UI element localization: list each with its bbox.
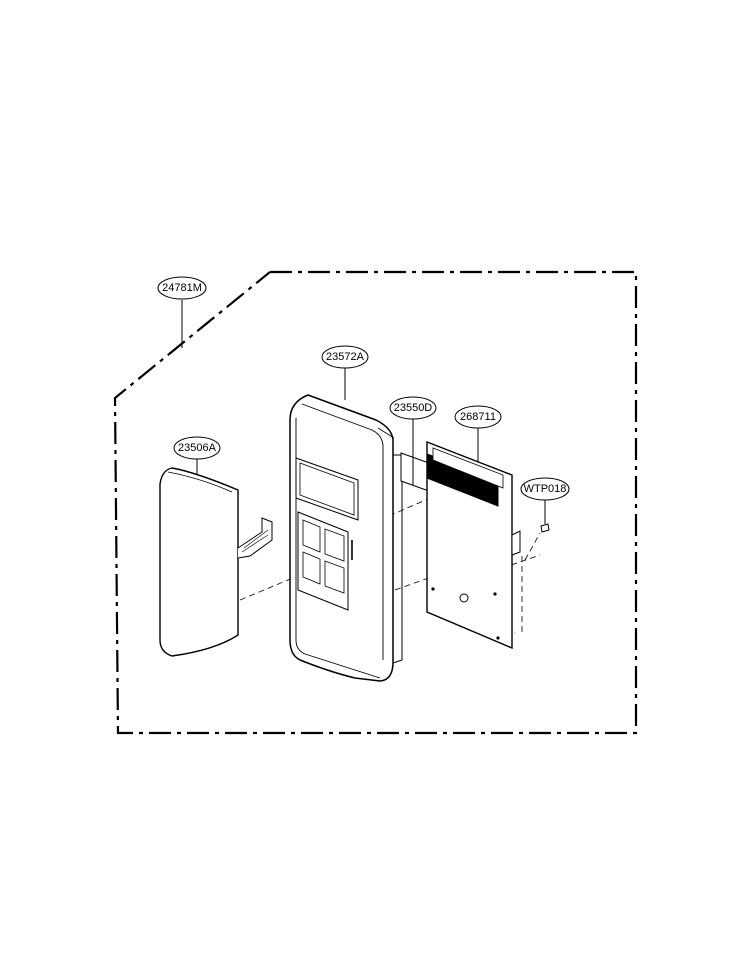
part-number-label: WTP018 bbox=[524, 483, 567, 495]
callout-pcb: 268711 bbox=[454, 405, 502, 429]
control-frame-part bbox=[289, 394, 403, 682]
part-number-label: 23572A bbox=[326, 351, 365, 363]
pcb-part bbox=[426, 440, 521, 650]
callout-control-frame: 23572A bbox=[321, 345, 369, 369]
part-number-label: 24781M bbox=[162, 282, 202, 294]
door-panel-part bbox=[159, 467, 273, 657]
leader-lines bbox=[181, 300, 546, 524]
screw-part bbox=[540, 523, 550, 533]
assembly-boundary bbox=[113, 270, 638, 735]
part-number-label: 23506A bbox=[178, 442, 217, 454]
callout-door-panel: 23506A bbox=[173, 436, 221, 460]
callout-screw: WTP018 bbox=[520, 477, 570, 501]
part-number-label: 268711 bbox=[460, 411, 496, 423]
callout-display-window: 23550D bbox=[389, 396, 437, 420]
callout-assembly: 24781M bbox=[157, 276, 207, 300]
part-number-label: 23550D bbox=[394, 402, 433, 414]
